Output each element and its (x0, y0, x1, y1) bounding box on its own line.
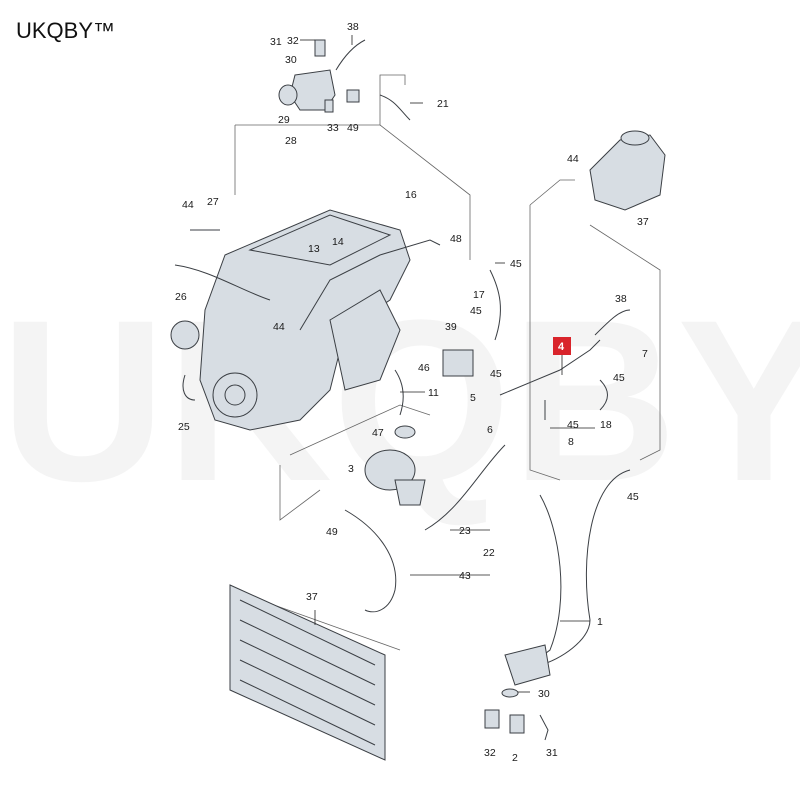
middle-hoses (394, 269, 631, 420)
callout-33: 33 (327, 122, 339, 134)
callout-45: 45 (627, 491, 639, 503)
highlight-box (553, 337, 571, 355)
expansion-tank (589, 130, 666, 211)
callout-48: 48 (450, 233, 462, 245)
callout-8: 8 (568, 436, 574, 448)
callout-45: 45 (510, 258, 522, 270)
callout-4: 4 (558, 341, 565, 353)
callout-22: 22 (483, 547, 495, 559)
callout-49: 49 (326, 526, 338, 538)
callout-30: 30 (538, 688, 550, 700)
callout-30: 30 (285, 54, 297, 66)
callout-5: 5 (470, 392, 476, 404)
lower-hoses (344, 444, 631, 686)
callout-45: 45 (567, 419, 579, 431)
callout-27: 27 (207, 196, 219, 208)
callout-47: 47 (372, 427, 384, 439)
leader-lines (300, 35, 595, 693)
callout-45: 45 (613, 372, 625, 384)
callout-13: 13 (308, 243, 320, 255)
callout-6: 6 (487, 424, 493, 436)
callout-32: 32 (484, 747, 496, 759)
brand-logo: UKQBY™ (16, 18, 116, 43)
callout-31: 31 (546, 747, 558, 759)
callout-32: 32 (287, 35, 299, 47)
group-brackets (234, 74, 661, 651)
callout-3: 3 (348, 463, 354, 475)
callout-45: 45 (470, 305, 482, 317)
callout-21: 21 (437, 98, 449, 110)
highlighted-callout-4[interactable]: 4 (553, 337, 571, 355)
callout-14: 14 (332, 236, 344, 248)
callout-11: 11 (428, 387, 439, 399)
callout-39: 39 (445, 321, 457, 333)
callout-26: 26 (175, 291, 187, 303)
callout-49: 49 (347, 122, 359, 134)
callout-16: 16 (405, 189, 417, 201)
callout-labels: 38 32 31 30 29 28 33 49 21 16 14 13 48 4… (175, 21, 649, 764)
coolant-pipe-upper (174, 229, 441, 401)
callout-23: 23 (459, 525, 471, 537)
callout-37: 37 (637, 216, 649, 228)
callout-38: 38 (615, 293, 627, 305)
thermostat-housing-group (278, 39, 411, 121)
callout-29: 29 (278, 114, 290, 126)
callout-46: 46 (418, 362, 430, 374)
callout-45: 45 (490, 368, 502, 380)
callout-18: 18 (600, 419, 612, 431)
callout-38: 38 (347, 21, 359, 33)
callout-31: 31 (270, 36, 282, 48)
engine-block (170, 209, 411, 431)
callout-43: 43 (459, 570, 471, 582)
callout-28: 28 (285, 135, 297, 147)
callout-17: 17 (473, 289, 485, 301)
callout-44: 44 (273, 321, 285, 333)
callout-44: 44 (182, 199, 194, 211)
callout-1: 1 (597, 616, 603, 628)
callout-25: 25 (178, 421, 190, 433)
water-pump (364, 425, 426, 506)
radiator (229, 584, 386, 761)
callout-7: 7 (642, 348, 648, 360)
bottom-fittings (484, 688, 549, 741)
callout-2: 2 (512, 752, 518, 764)
callout-37: 37 (306, 591, 318, 603)
callout-44: 44 (567, 153, 579, 165)
